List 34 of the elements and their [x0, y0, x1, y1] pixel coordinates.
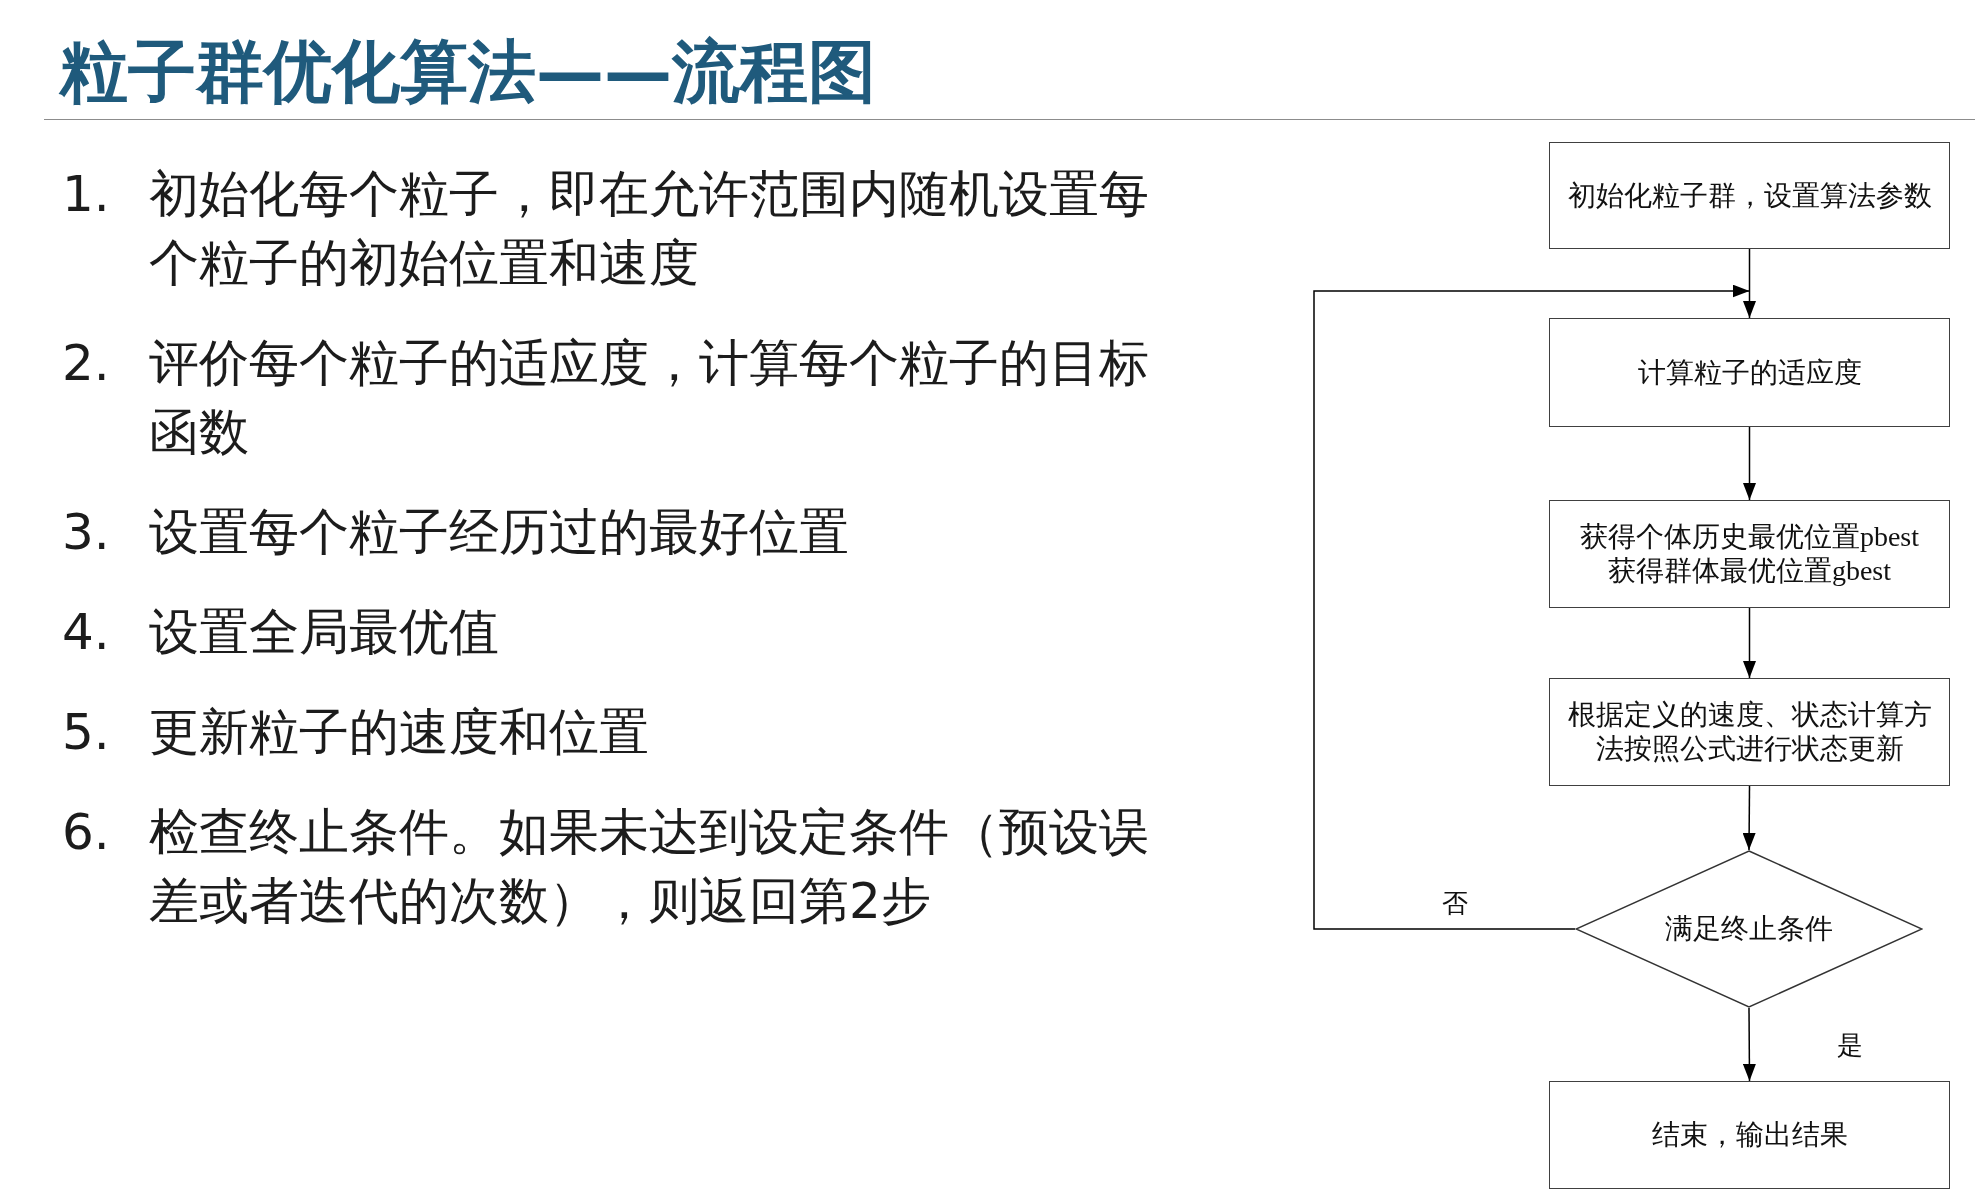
- arrow: [1742, 785, 1756, 851]
- list-item-text: 设置每个粒子经历过的最好位置: [149, 502, 850, 563]
- list-number: 5.: [62, 703, 110, 761]
- process-box: [1549, 318, 1950, 427]
- edge-label: 是: [1837, 1031, 1863, 1061]
- arrow: [1743, 248, 1756, 319]
- list-number: 3.: [62, 503, 110, 561]
- arrow: [1743, 607, 1756, 679]
- decision-text: 满足终止条件: [1665, 912, 1833, 946]
- list-item-text: 设置全局最优值: [149, 602, 500, 663]
- list-number: 6.: [62, 803, 110, 861]
- list-number: 2.: [62, 334, 110, 392]
- list-item-text: 检查终止条件。如果未达到设定条件（预设误差或者迭代的次数），则返回第2步: [149, 802, 1150, 932]
- step-text: 计算粒子的适应度: [1637, 355, 1862, 390]
- process-box: [1549, 500, 1950, 608]
- decision-diamond: [1575, 850, 1923, 1008]
- edge-label: 否: [1442, 889, 1468, 919]
- arrow: [1742, 1007, 1756, 1082]
- list-item-text: 评价每个粒子的适应度，计算每个粒子的目标函数: [149, 333, 1150, 463]
- page-title: 粒子群优化算法——流程图: [60, 35, 876, 109]
- arrow: [1313, 284, 1751, 930]
- process-box: [1549, 1081, 1950, 1189]
- step-text: 结束，输出结果: [1651, 1118, 1848, 1152]
- process-box: [1549, 678, 1950, 786]
- step-text: 获得群体最优位置gbest: [1607, 554, 1892, 588]
- step-text: 初始化粒子群，设置算法参数: [1567, 178, 1932, 213]
- arrow: [1743, 426, 1756, 501]
- list-item-text: 更新粒子的速度和位置: [149, 702, 650, 763]
- process-box: [1549, 142, 1950, 249]
- list-number: 1.: [62, 165, 110, 223]
- list-number: 4.: [62, 603, 110, 661]
- step-text: 根据定义的速度、状态计算方法按照公式进行状态更新: [1566, 698, 1933, 766]
- step-text: 获得个体历史最优位置pbest: [1579, 520, 1920, 554]
- list-item-text: 初始化每个粒子，即在允许范围内随机设置每个粒子的初始位置和速度: [149, 164, 1150, 294]
